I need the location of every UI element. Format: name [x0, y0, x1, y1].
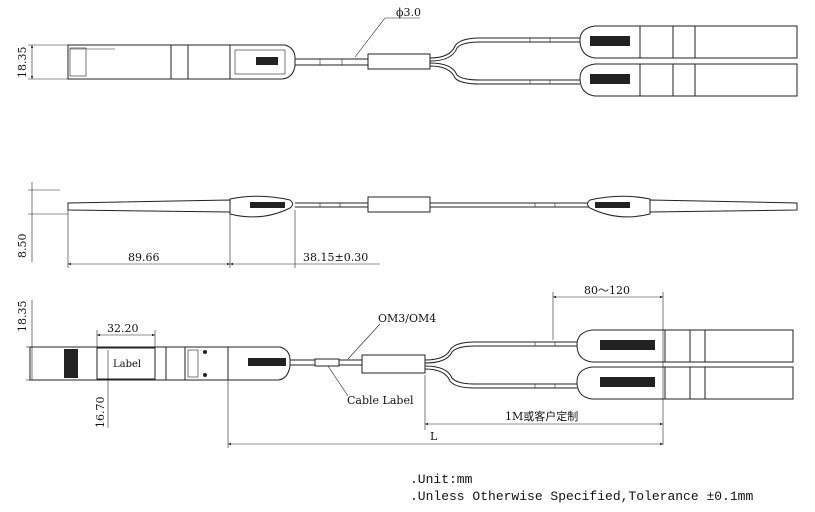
- right-lower-connector: [579, 63, 798, 97]
- module-label-text: Label: [113, 359, 141, 370]
- side-view: 8.50 89.66 38.15±0.30: [16, 182, 798, 268]
- right-lower-connector-bottom: [576, 366, 794, 400]
- breakout-box: [367, 53, 431, 70]
- breakout-length-dim: 80～120: [584, 284, 630, 297]
- cable-diameter-label: ϕ3.0: [396, 6, 421, 19]
- right-upper-connector: [579, 25, 798, 59]
- top-height-dim: 18.35: [16, 47, 29, 79]
- cable-label-callout: Cable Label: [347, 394, 414, 407]
- cable-label-sleeve: [314, 358, 340, 367]
- breakout-box-side: [367, 196, 431, 213]
- fiber-type-label: OM3/OM4: [378, 312, 436, 325]
- label-offset-dim: 16.70: [94, 397, 107, 429]
- top-view: 18.35 ϕ3.0: [16, 6, 798, 97]
- breakout-box-bottom: [361, 354, 426, 374]
- side-thickness-dim: 8.50: [16, 234, 29, 259]
- bottom-height-dim: 18.35: [16, 301, 29, 333]
- left-qsfp-module: [67, 44, 231, 80]
- total-length-label: L: [430, 430, 438, 443]
- right-upper-connector-bottom: [576, 329, 794, 363]
- module-length-dim: 89.66: [128, 251, 160, 264]
- label-width-dim: 32.20: [107, 322, 139, 335]
- note-unit: .Unit:mm: [410, 472, 473, 487]
- left-pull-handle: [229, 44, 296, 80]
- bottom-view: Label 18.35 32.20 16.7: [16, 284, 794, 448]
- note-tolerance: .Unless Otherwise Specified,Tolerance ±0…: [410, 489, 753, 504]
- length-note: 1M或客户定制: [505, 409, 578, 423]
- module-label-area: [96, 347, 156, 380]
- handle-length-dim: 38.15±0.30: [303, 251, 368, 264]
